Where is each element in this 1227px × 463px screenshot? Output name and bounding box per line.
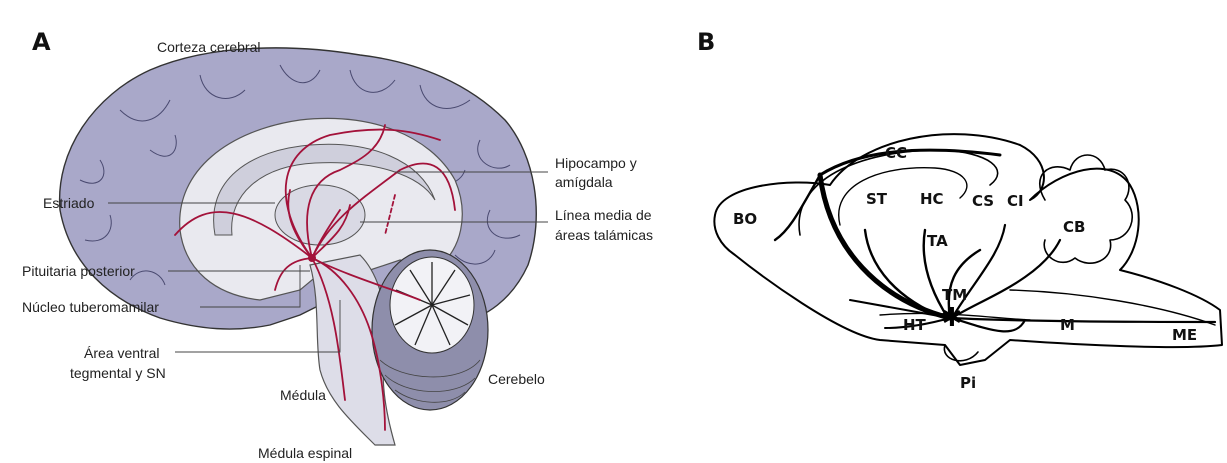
label-me: ME (1172, 326, 1197, 344)
panel-b-letter: B (697, 28, 715, 56)
label-striatum: Estriado (43, 195, 95, 211)
label-hippocampus-line2: amígdala (555, 174, 613, 190)
cerebellum-folia (1040, 155, 1132, 263)
label-cs: CS (972, 192, 994, 210)
label-bo: BO (733, 210, 757, 228)
panel-b-projections (775, 150, 1215, 331)
label-hc: HC (920, 190, 944, 208)
label-cortex: Corteza cerebral (157, 39, 261, 55)
tuberomammillary-nucleus-dot (308, 254, 316, 262)
label-pituitary: Pituitaria posterior (22, 263, 135, 279)
label-vta-line1: Área ventral (84, 345, 159, 361)
tuberomammillary-star-icon: ✱ (941, 303, 963, 333)
cerebellum-shape (372, 250, 488, 410)
panel-a-letter: A (32, 28, 51, 56)
label-medulla: Médula (280, 387, 326, 403)
label-hippocampus-line1: Hipocampo y (555, 155, 637, 171)
label-vta-line2: tegmental y SN (70, 365, 166, 381)
label-ht: HT (903, 316, 927, 334)
label-pi: Pi (960, 374, 976, 392)
label-cb: CB (1063, 218, 1085, 236)
label-spinal-cord: Médula espinal (258, 445, 352, 461)
panel-b: B ✱ CC ST HC (697, 28, 1222, 392)
label-cerebellum: Cerebelo (488, 371, 545, 387)
label-ta: TA (927, 232, 948, 250)
hippocampus-arc (839, 168, 967, 225)
pituitary-shape (944, 345, 978, 361)
label-thalamic-line2: áreas talámicas (555, 227, 653, 243)
label-ci: CI (1007, 192, 1024, 210)
label-st: ST (866, 190, 888, 208)
label-tm: TM (942, 286, 967, 304)
label-tuberomammillary: Núcleo tuberomamilar (22, 299, 159, 315)
label-cc: CC (885, 144, 907, 162)
rodent-brain-outline (714, 134, 1222, 365)
cortex-inner-arc (799, 150, 998, 235)
label-thalamic-line1: Línea media de (555, 207, 652, 223)
panel-a: A (22, 28, 653, 461)
label-m: M (1060, 316, 1075, 334)
